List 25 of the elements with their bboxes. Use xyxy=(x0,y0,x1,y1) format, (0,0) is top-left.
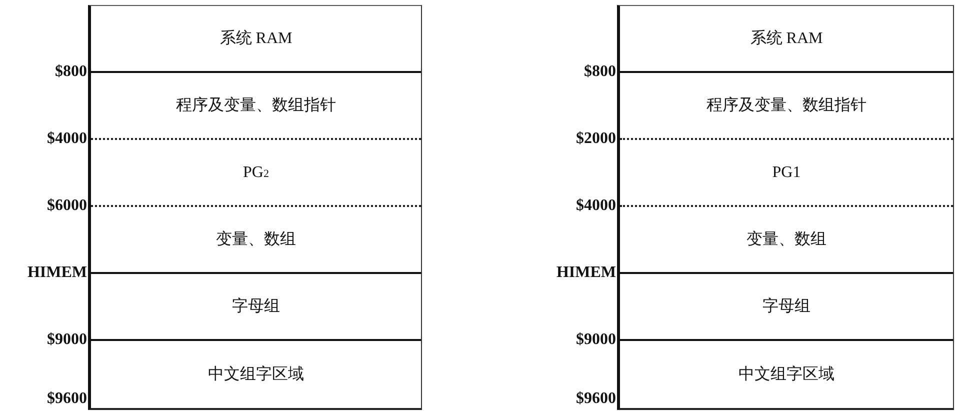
address-label: HIMEM xyxy=(27,265,87,281)
address-label: $4000 xyxy=(47,131,87,147)
address-label: $2000 xyxy=(576,131,616,147)
region-label: 系统 RAM xyxy=(750,28,823,49)
address-label: $800 xyxy=(55,64,87,80)
memory-map-box xyxy=(617,5,954,410)
region-label: 中文组字区域 xyxy=(208,364,304,385)
region-label: 系统 RAM xyxy=(220,28,292,49)
region-label: 程序及变量、数组指针 xyxy=(176,96,336,116)
region-label: 中文组字区域 xyxy=(738,364,834,385)
region-label: PG1 xyxy=(772,164,801,182)
address-label: $9600 xyxy=(576,391,616,407)
region-label: 变量、数组 xyxy=(746,230,826,250)
region-label: 字母组 xyxy=(232,296,280,317)
address-label: $9000 xyxy=(576,332,616,348)
address-label: $9000 xyxy=(47,332,87,348)
region-label: 字母组 xyxy=(762,296,810,317)
address-label: $4000 xyxy=(576,198,616,214)
address-label: $9600 xyxy=(47,391,87,407)
region-label: 变量、数组 xyxy=(216,230,296,250)
memory-map-box xyxy=(88,5,422,410)
region-label: 程序及变量、数组指针 xyxy=(706,96,866,116)
address-label: $800 xyxy=(584,64,616,80)
address-label: $6000 xyxy=(47,198,87,214)
address-label: HIMEM xyxy=(556,265,616,281)
